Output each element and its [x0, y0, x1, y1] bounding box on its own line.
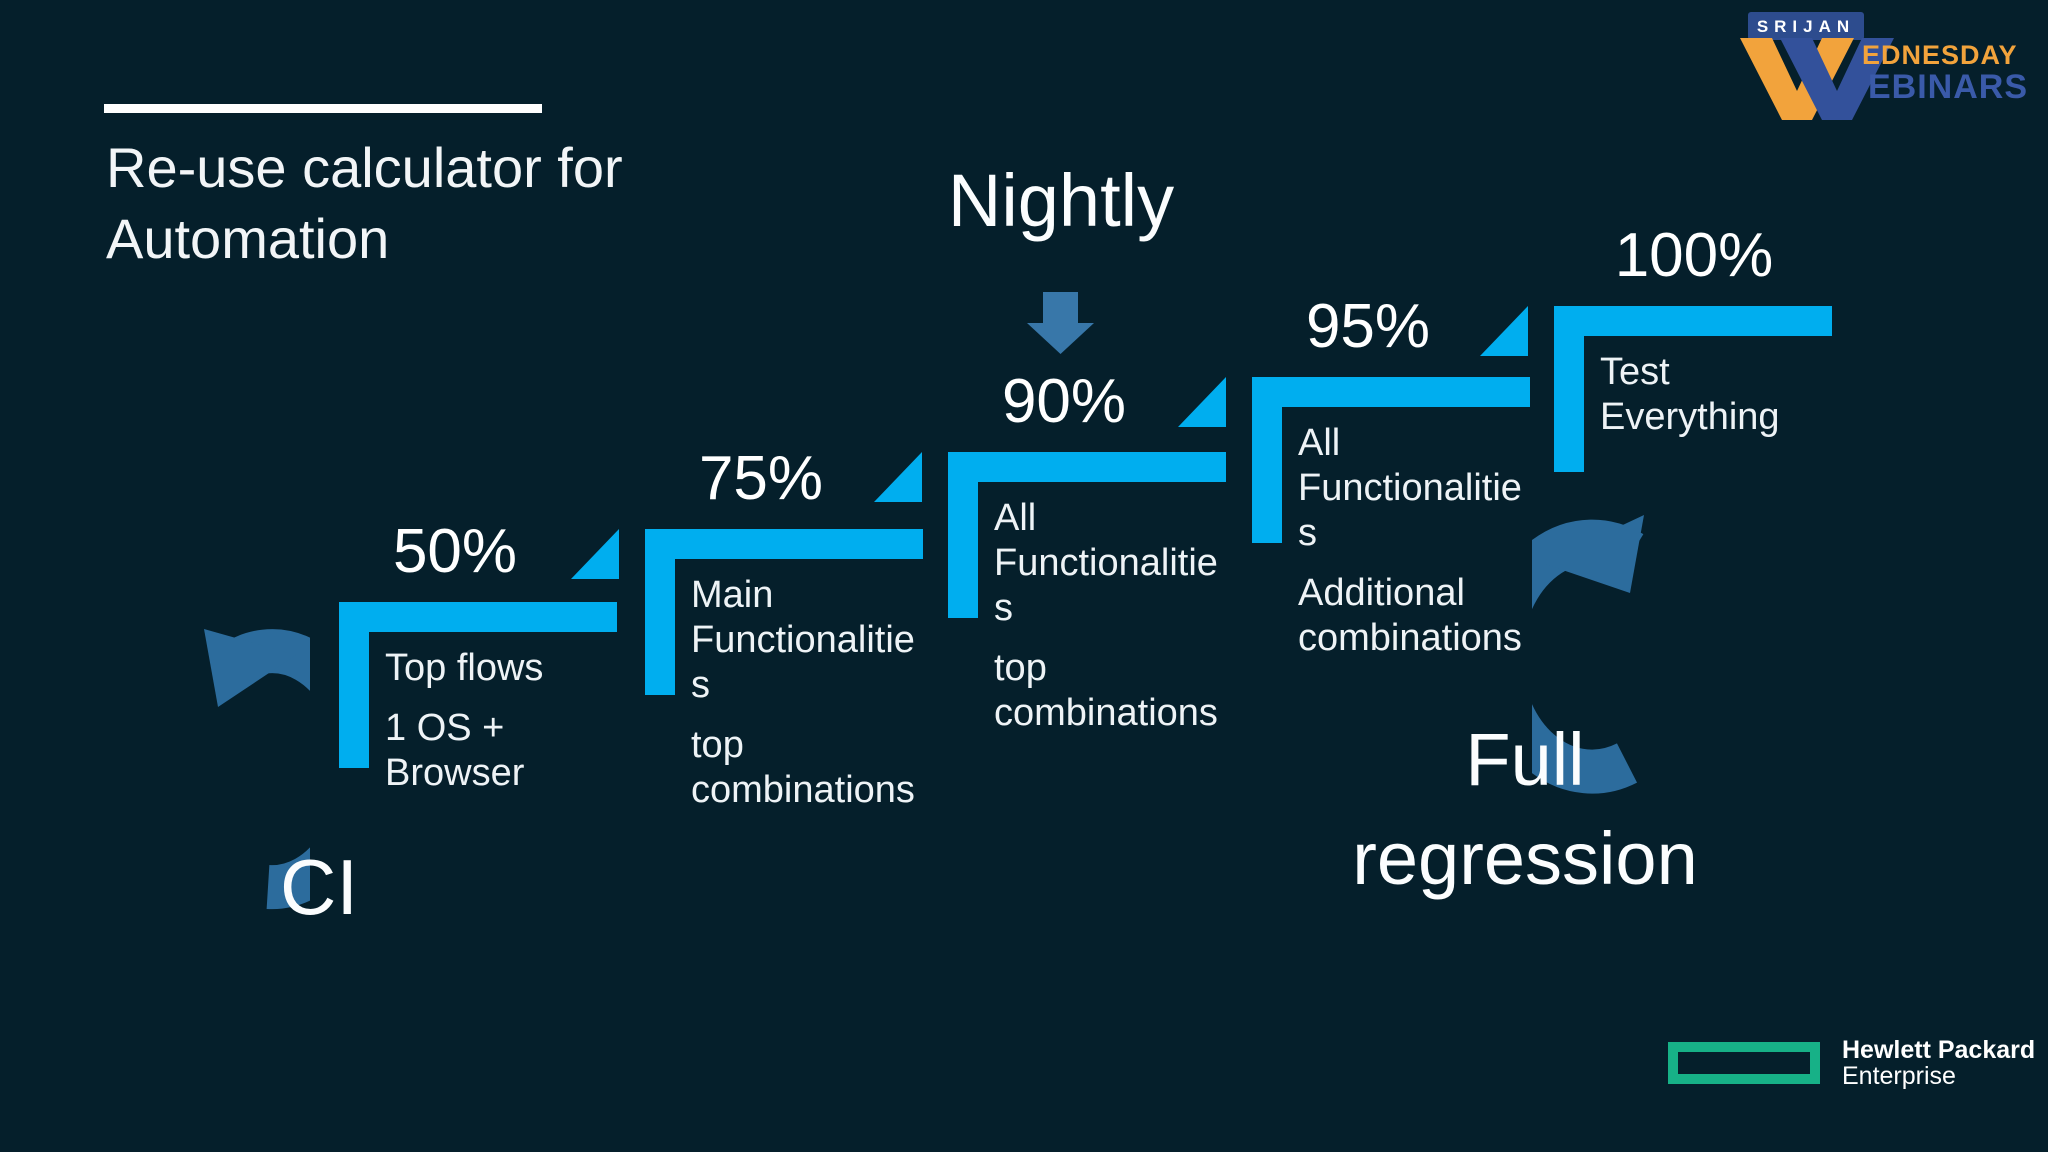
step-shape-vbar [339, 602, 369, 768]
hpe-green-rect-icon [1668, 1042, 1820, 1084]
step-text-line: Test [1600, 351, 1670, 393]
regression-loop-arrow-icon [1532, 515, 1644, 794]
step-text-line: Additional [1298, 572, 1465, 614]
hpe-name: Hewlett Packard [1842, 1036, 2036, 1064]
step-shape-hbar [1554, 306, 1832, 336]
step-shape-vbar [948, 452, 978, 618]
step-100-text: Test Everything [1600, 350, 1840, 440]
step-text-line: Main [691, 574, 774, 616]
full-regression-label: Full regression [1310, 710, 1740, 908]
step-shape-hbar [645, 529, 923, 559]
srijan-badge: SRIJAN [1748, 12, 1864, 40]
step-text-line: combinations [1298, 617, 1522, 659]
step-95-text: All Functionalitie s Additional combinat… [1298, 421, 1538, 661]
step-text-line: Top flows [385, 647, 544, 689]
step-text-line: All [1298, 422, 1341, 464]
title-underline [104, 104, 542, 113]
step-75-percent: 75% [698, 444, 824, 513]
step-shape-vbar [1252, 377, 1282, 543]
step-text-line: Functionalitie [1298, 467, 1522, 509]
step-shape-hbar [339, 602, 617, 632]
ci-loop-arrow-icon [204, 629, 310, 910]
step-text-line: s [691, 664, 710, 706]
step-shape-vbar [1554, 306, 1584, 472]
page-title: Re-use calculator for Automation [106, 132, 623, 274]
step-95-percent: 95% [1305, 292, 1431, 361]
hpe-enterprise: Enterprise [1842, 1062, 1956, 1090]
step-text-line: top [691, 724, 744, 766]
step-90-text: All Functionalitie s top combinations [994, 496, 1234, 736]
title-line-1: Re-use calculator for [106, 136, 623, 199]
full-regression-line-2: regression [1352, 817, 1698, 900]
step-90-percent: 90% [1001, 367, 1127, 436]
step-50-text: Top flows 1 OS + Browser [385, 646, 625, 796]
step-shape-hbar [948, 452, 1226, 482]
srijan-webinars-logo: SRIJAN EDNESDAY EBINARS [1738, 6, 2043, 120]
nightly-label: Nightly [947, 159, 1175, 242]
step-75-text: Main Functionalitie s top combinations [691, 573, 931, 813]
step-text-line: Functionalitie [994, 542, 1218, 584]
step-text-line: All [994, 497, 1037, 539]
step-text-line: Functionalitie [691, 619, 915, 661]
step-100-percent: 100% [1614, 221, 1774, 290]
hpe-logo: Hewlett Packard Enterprise [1668, 1036, 2048, 1096]
step-text-line: 1 OS + [385, 707, 505, 749]
step-text-line: combinations [994, 692, 1218, 734]
step-50-percent: 50% [392, 517, 518, 586]
step-text-line: top [994, 647, 1047, 689]
ci-label: CI [280, 843, 358, 931]
step-shape-vbar [645, 529, 675, 695]
step-text-line: combinations [691, 769, 915, 811]
srijan-wednesday-text: EDNESDAY [1862, 40, 2018, 70]
step-text-line: s [994, 587, 1013, 629]
nightly-down-arrow-icon [1027, 292, 1094, 354]
w-mark-icon [1740, 38, 1894, 120]
full-regression-line-1: Full [1465, 718, 1585, 801]
srijan-webinars-text: EBINARS [1868, 68, 2029, 106]
step-text-line: Everything [1600, 396, 1780, 438]
step-text-line: Browser [385, 752, 525, 794]
title-line-2: Automation [106, 207, 390, 270]
step-text-line: s [1298, 512, 1317, 554]
step-shape-hbar [1252, 377, 1530, 407]
